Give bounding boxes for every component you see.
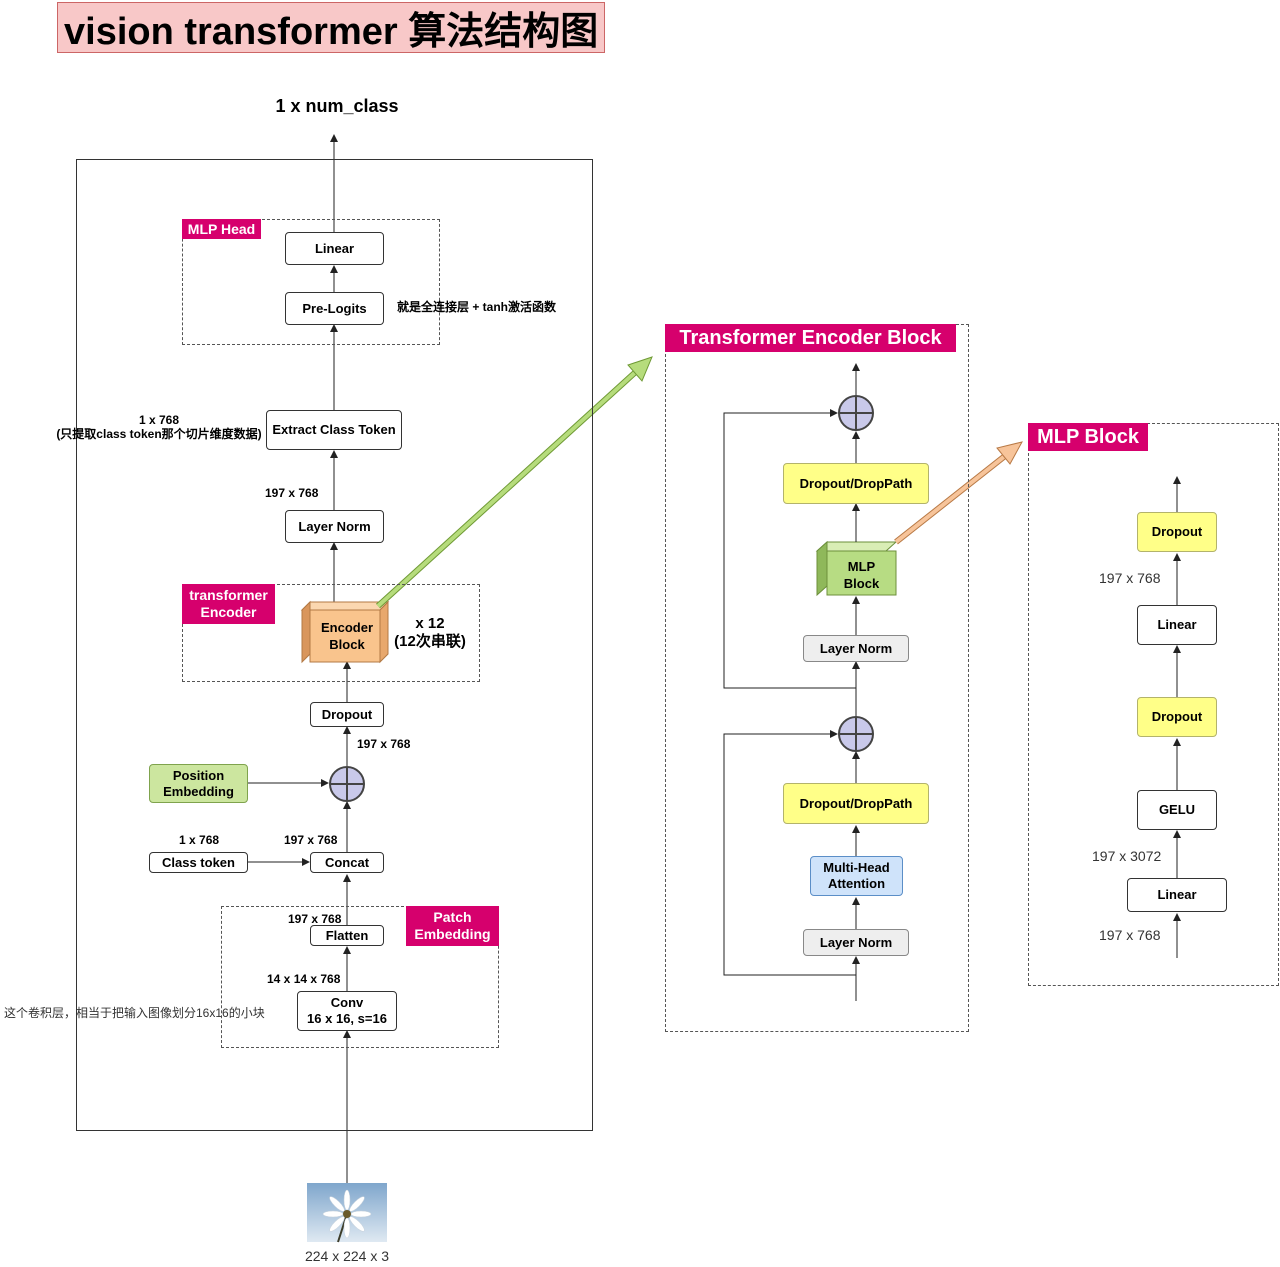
enc-layer-norm-top: Layer Norm: [803, 635, 909, 662]
pre-logits-note: 就是全连接层 + tanh激活函数: [397, 300, 557, 314]
arrow-to-encoder-block: [375, 356, 653, 609]
mlp-linear-bottom: Linear: [1127, 878, 1227, 912]
dim-197-768-concat: 197 x 768: [284, 833, 338, 847]
encoder-block-label: Encoder Block: [320, 620, 373, 652]
patch-embedding-group: [221, 906, 499, 1048]
encoder-block-tag: Transformer Encoder Block: [665, 324, 956, 352]
enc-residual-bottom: [723, 730, 856, 976]
enc-mlp-block-label: MLP Block: [843, 559, 880, 591]
encoder-block-cube: [300, 600, 390, 664]
enc-multi-head-attention: Multi-Head Attention: [810, 856, 903, 896]
dim-197-768-layernorm: 197 x 768: [265, 486, 319, 500]
layer-norm-node: Layer Norm: [285, 510, 384, 543]
page-title: vision transformer 算法结构图: [57, 2, 605, 53]
linear-node: Linear: [285, 232, 384, 265]
enc-layer-norm-bottom: Layer Norm: [803, 929, 909, 956]
mlp-dim-197-768-bottom: 197 x 768: [1099, 927, 1161, 943]
enc-dropout-bottom: Dropout/DropPath: [783, 783, 929, 824]
mlp-block-tag: MLP Block: [1028, 423, 1148, 451]
mlp-dim-197-3072: 197 x 3072: [1092, 848, 1162, 864]
concat-node: Concat: [310, 852, 384, 873]
patch-embedding-tag: Patch Embedding: [406, 906, 499, 946]
main-frame: [76, 159, 593, 1131]
enc-residual-top: [723, 409, 856, 689]
mlp-dropout-mid: Dropout: [1137, 697, 1217, 737]
class-token-node: Class token: [149, 852, 248, 873]
enc-dropout-top: Dropout/DropPath: [783, 463, 929, 504]
add-circle-enc-bottom: [838, 716, 874, 752]
add-circle-main: [329, 766, 365, 802]
repeat-note: x 12 (12次串联): [394, 615, 466, 650]
input-image: [307, 1183, 387, 1243]
mlp-block-cube: [815, 540, 898, 597]
output-dim-label: 1 x num_class: [275, 96, 399, 116]
mlp-block-panel: [1028, 423, 1279, 986]
flatten-node: Flatten: [310, 925, 384, 946]
mlp-gelu: GELU: [1137, 790, 1217, 830]
mlp-dim-197-768-top: 197 x 768: [1099, 570, 1161, 586]
dim-14-14-768: 14 x 14 x 768: [267, 972, 341, 986]
dim-197-768-flatten: 197 x 768: [288, 912, 342, 926]
position-embedding-node: Position Embedding: [149, 764, 248, 803]
input-dim-label: 224 x 224 x 3: [304, 1248, 390, 1264]
conv-note: 这个卷积层，相当于把输入图像划分16x16的小块: [4, 1006, 265, 1020]
conv-node: Conv 16 x 16, s=16: [297, 991, 397, 1031]
arrow-to-mlp-block: [894, 441, 1023, 545]
mlp-head-tag: MLP Head: [182, 219, 261, 239]
encoder-block-panel: [665, 324, 969, 1032]
mlp-head-group: [182, 219, 440, 345]
dropout-node: Dropout: [310, 702, 384, 727]
mlp-dropout-top: Dropout: [1137, 512, 1217, 552]
transformer-encoder-tag: transformer Encoder: [182, 584, 275, 624]
pre-logits-node: Pre-Logits: [285, 292, 384, 325]
add-circle-enc-top: [838, 395, 874, 431]
extract-note: 1 x 768 (只提取class token那个切片维度数据): [56, 413, 262, 441]
dim-1-768: 1 x 768: [179, 833, 220, 847]
transformer-encoder-group: [182, 584, 480, 682]
mlp-linear-top: Linear: [1137, 605, 1217, 645]
dim-197-768-dropout: 197 x 768: [357, 737, 411, 751]
extract-class-token-node: Extract Class Token: [266, 410, 402, 450]
